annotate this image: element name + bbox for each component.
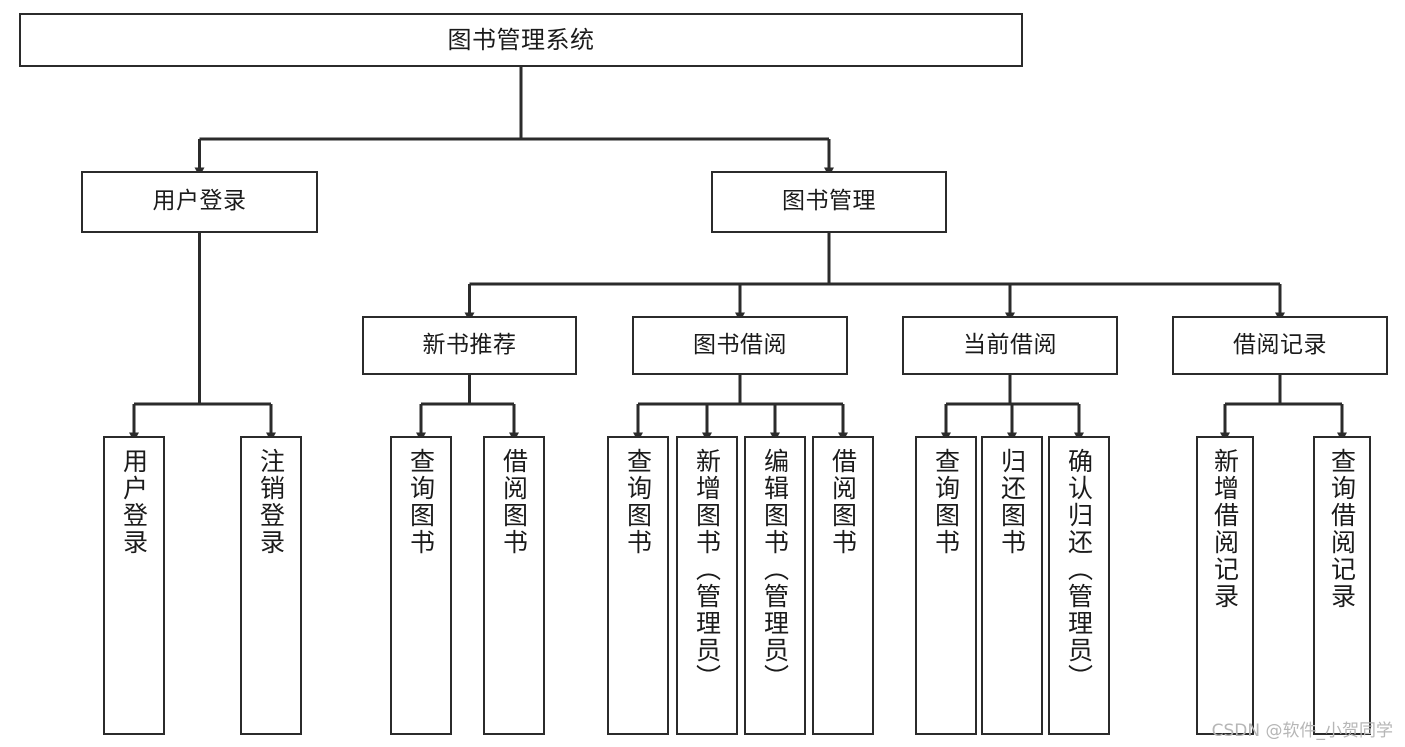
node-current-borrow[interactable]: 当前借阅 — [902, 316, 1118, 375]
node-leaf-edit-book[interactable]: 编辑图书（管理员） — [744, 436, 806, 735]
node-leaf-confirm-return[interactable]: 确认归还（管理员） — [1048, 436, 1110, 735]
node-leaf-query-book-3[interactable]: 查询图书 — [915, 436, 977, 735]
watermark: CSDN @软件_小贺同学 — [1211, 721, 1393, 741]
node-new-book-rec-label: 新书推荐 — [422, 331, 517, 358]
node-book-manage[interactable]: 图书管理 — [711, 171, 947, 233]
node-leaf-query-record[interactable]: 查询借阅记录 — [1313, 436, 1371, 735]
node-leaf-add-record[interactable]: 新增借阅记录 — [1196, 436, 1254, 735]
node-leaf-logout-label: 注销登录 — [256, 448, 286, 556]
node-borrow-record-label: 借阅记录 — [1233, 331, 1327, 358]
node-leaf-confirm-return-label: 确认归还（管理员） — [1064, 448, 1094, 691]
node-leaf-query-book-2[interactable]: 查询图书 — [607, 436, 669, 735]
node-leaf-user-login-label: 用户登录 — [119, 448, 149, 556]
node-user-login-label: 用户登录 — [152, 188, 247, 215]
node-leaf-add-record-label: 新增借阅记录 — [1210, 448, 1240, 610]
node-book-borrow[interactable]: 图书借阅 — [632, 316, 848, 375]
node-leaf-query-record-label: 查询借阅记录 — [1327, 448, 1357, 610]
node-leaf-borrow-book-2-label: 借阅图书 — [828, 448, 858, 556]
node-borrow-record[interactable]: 借阅记录 — [1172, 316, 1388, 375]
node-leaf-logout[interactable]: 注销登录 — [240, 436, 302, 735]
node-root-label: 图书管理系统 — [447, 25, 595, 54]
node-leaf-borrow-book-1[interactable]: 借阅图书 — [483, 436, 545, 735]
node-user-login[interactable]: 用户登录 — [81, 171, 318, 233]
node-current-borrow-label: 当前借阅 — [963, 331, 1057, 358]
node-leaf-return-book[interactable]: 归还图书 — [981, 436, 1043, 735]
node-leaf-query-book-1[interactable]: 查询图书 — [390, 436, 452, 735]
node-book-borrow-label: 图书借阅 — [693, 331, 787, 358]
node-leaf-user-login[interactable]: 用户登录 — [103, 436, 165, 735]
node-book-manage-label: 图书管理 — [782, 188, 876, 215]
node-leaf-borrow-book-1-label: 借阅图书 — [499, 448, 529, 556]
node-leaf-add-book[interactable]: 新增图书（管理员） — [676, 436, 738, 735]
node-root[interactable]: 图书管理系统 — [19, 13, 1023, 67]
node-leaf-query-book-1-label: 查询图书 — [406, 448, 436, 556]
node-leaf-query-book-3-label: 查询图书 — [931, 448, 961, 556]
node-new-book-rec[interactable]: 新书推荐 — [362, 316, 577, 375]
node-leaf-borrow-book-2[interactable]: 借阅图书 — [812, 436, 874, 735]
node-leaf-query-book-2-label: 查询图书 — [623, 448, 653, 556]
node-leaf-return-book-label: 归还图书 — [997, 448, 1027, 556]
node-leaf-edit-book-label: 编辑图书（管理员） — [760, 448, 790, 691]
node-leaf-add-book-label: 新增图书（管理员） — [692, 448, 722, 691]
